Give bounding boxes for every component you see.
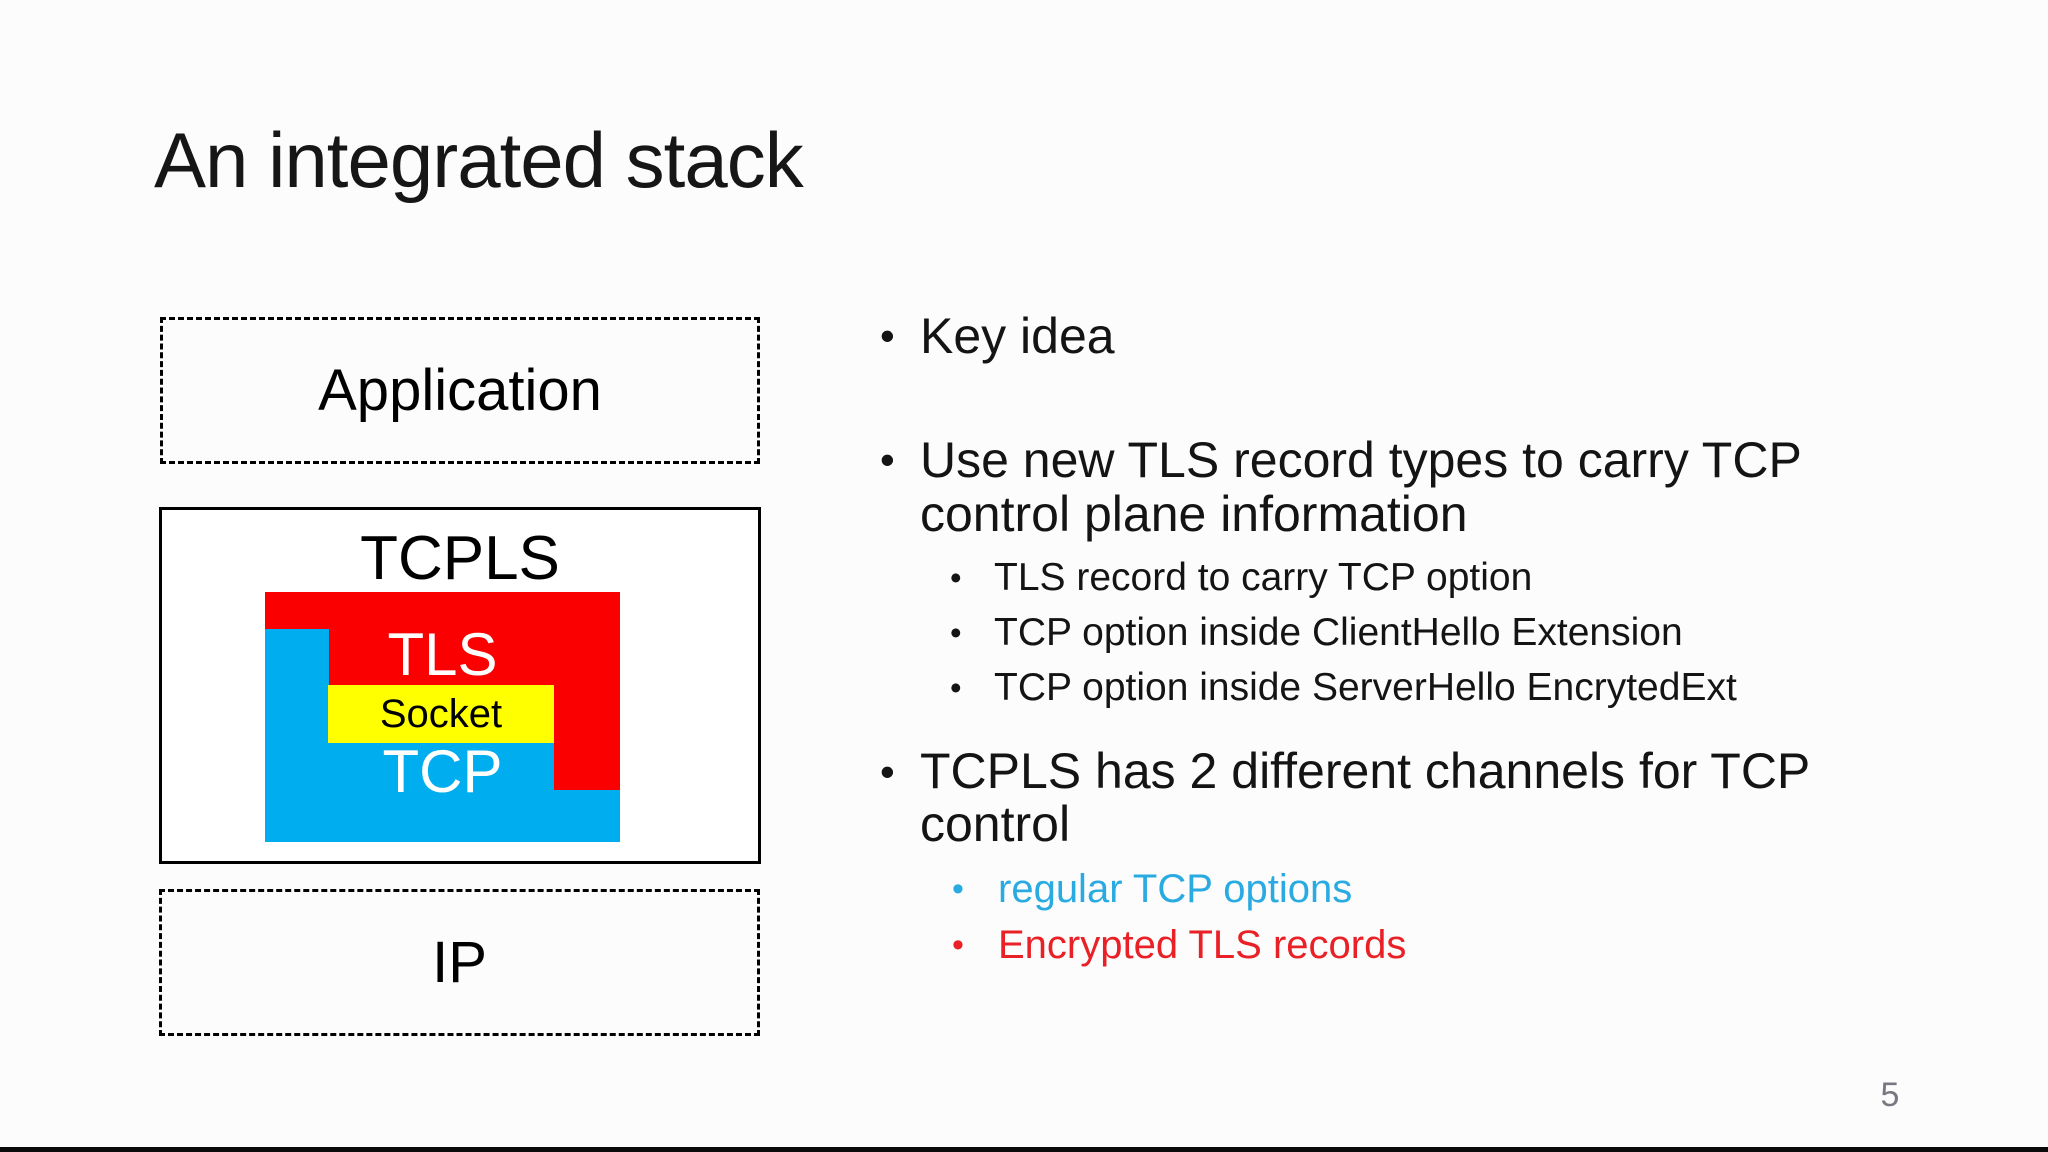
sub-bullet-clienthello-text: TCP option inside ClientHello Extension: [994, 611, 1683, 654]
application-layer-box: Application: [160, 317, 760, 464]
channel-bullet-regular-tcp-text: regular TCP options: [998, 867, 1353, 911]
slide-title: An integrated stack: [154, 116, 804, 204]
bullet-dot: •: [880, 436, 895, 483]
tcp-label: TCP: [382, 738, 503, 805]
tcpls-label: TCPLS: [360, 524, 560, 593]
sub-bullet-serverhello-text: TCP option inside ServerHello EncrytedEx…: [994, 666, 1737, 709]
sub-bullet-clienthello: • TCP option inside ClientHello Extensio…: [950, 605, 1737, 660]
bullet-channels-text: TCPLS has 2 different channels for TCP c…: [920, 743, 1811, 852]
channel-bullet-regular-tcp: • regular TCP options: [952, 861, 1406, 917]
bullet-dot: •: [880, 748, 895, 795]
socket-label: Socket: [379, 692, 503, 736]
bullet-dot: •: [950, 669, 962, 706]
sub-bullet-tls-record: • TLS record to carry TCP option: [950, 550, 1737, 605]
bullet-key-idea-text: Key idea: [920, 308, 1115, 364]
bullet-use-new-tls-text: Use new TLS record types to carry TCP co…: [920, 432, 1802, 542]
bullet-channels: • TCPLS has 2 different channels for TCP…: [880, 745, 1810, 851]
sub-bullet-tls-record-text: TLS record to carry TCP option: [994, 556, 1533, 599]
channel-bullet-encrypted-tls: • Encrypted TLS records: [952, 917, 1406, 973]
ip-layer-box: IP: [159, 889, 760, 1036]
socket-yellow-shape: [328, 685, 554, 743]
sub-bullet-list: • TLS record to carry TCP option • TCP o…: [950, 550, 1737, 715]
bullet-dot: •: [950, 614, 962, 651]
channel-bullet-list: • regular TCP options • Encrypted TLS re…: [952, 861, 1406, 973]
bottom-edge-bar: [0, 1147, 2048, 1152]
bullet-dot: •: [950, 559, 962, 596]
bullet-key-idea: • Key idea: [880, 308, 1115, 364]
application-label: Application: [318, 358, 602, 423]
bullet-dot: •: [952, 870, 964, 908]
sub-bullet-serverhello: • TCP option inside ServerHello Encryted…: [950, 660, 1737, 715]
page-number: 5: [1880, 1076, 1900, 1114]
channel-bullet-encrypted-tls-text: Encrypted TLS records: [998, 923, 1407, 967]
ip-label: IP: [432, 930, 487, 995]
bullet-dot: •: [880, 312, 895, 359]
bullet-dot: •: [952, 926, 964, 964]
bullet-use-new-tls: • Use new TLS record types to carry TCP …: [880, 433, 1802, 541]
tls-label: TLS: [387, 621, 498, 688]
